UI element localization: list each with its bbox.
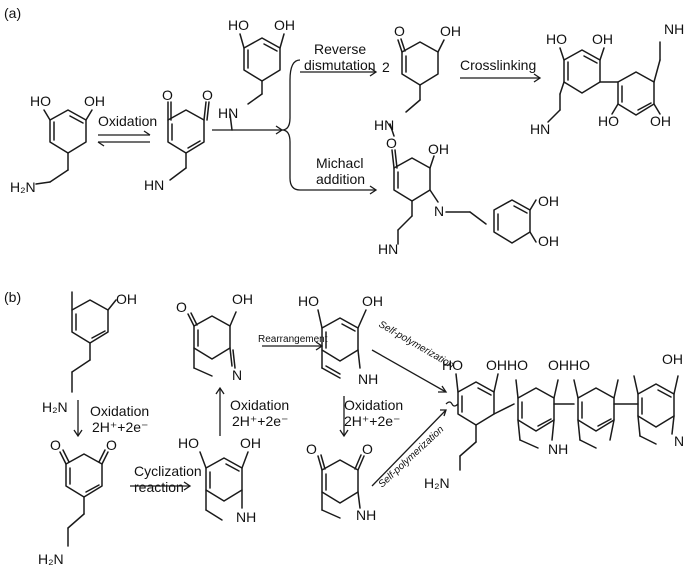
atom-o: O bbox=[50, 437, 61, 453]
atom-h2n: H₂N bbox=[10, 179, 36, 195]
electron-label-b3: 2H⁺+2e⁻ bbox=[344, 413, 400, 429]
oxidation-label-b3: Oxidation bbox=[344, 397, 403, 413]
oxidation-equilibrium-a: Oxidation bbox=[97, 113, 157, 147]
atom-o: O bbox=[362, 441, 373, 457]
dopaquinone-molecule-a: O O HN bbox=[144, 87, 213, 193]
dihydroxyindole-molecule: HO OH NH bbox=[298, 293, 383, 387]
atom-oh: OH bbox=[232, 291, 253, 307]
michael-adduct: O OH N HN OH OH bbox=[378, 135, 559, 257]
panel-b-label: (b) bbox=[4, 289, 21, 305]
atom-o: O bbox=[386, 135, 397, 151]
atom-n: N bbox=[434, 203, 444, 219]
atom-nh: NH bbox=[548, 441, 568, 457]
dopamine-substituent-a: HO OH HN bbox=[218, 17, 295, 131]
atom-oh: OH bbox=[274, 17, 295, 33]
atom-o: O bbox=[394, 23, 405, 39]
atom-oh: OH bbox=[592, 31, 613, 47]
oxidation-label-b2: Oxidation bbox=[230, 397, 289, 413]
addition-label: addition bbox=[316, 171, 365, 187]
electron-label-b1: 2H⁺+2e⁻ bbox=[92, 419, 148, 435]
cyclization-label: Cyclization bbox=[134, 463, 202, 479]
atom-oh: OH bbox=[116, 291, 137, 307]
atom-hn: HN bbox=[530, 121, 550, 137]
electron-label-b2: 2H⁺+2e⁻ bbox=[232, 413, 288, 429]
dopaminechrome-molecule: O OH N bbox=[176, 291, 253, 383]
atom-ho: HO bbox=[442, 357, 463, 373]
dopaquinone-molecule-b: O O H₂N bbox=[38, 437, 117, 567]
atom-oh: OH bbox=[428, 141, 449, 157]
atom-ohho-2: OHHO bbox=[548, 357, 590, 373]
atom-ho: HO bbox=[598, 113, 619, 129]
atom-hn: HN bbox=[374, 117, 394, 133]
atom-ho: HO bbox=[546, 31, 567, 47]
coefficient-2: 2 bbox=[382, 59, 390, 75]
atom-o: O bbox=[202, 87, 213, 103]
atom-ho: HO bbox=[228, 17, 249, 33]
atom-nh: NH bbox=[356, 507, 376, 523]
atom-oh: OH bbox=[362, 293, 383, 309]
atom-nh: NH bbox=[664, 21, 684, 37]
atom-oh: OH bbox=[440, 23, 461, 39]
dopamine-molecule-a: HO OH H₂N bbox=[10, 93, 105, 195]
reverse-label: Reverse bbox=[314, 41, 366, 57]
atom-h2n: H₂N bbox=[42, 399, 68, 415]
oxidation-label-b1: Oxidation bbox=[90, 403, 149, 419]
atom-oh: OH bbox=[538, 193, 559, 209]
atom-oh: OH bbox=[650, 113, 671, 129]
semiquinone-molecule: O OH HN bbox=[374, 23, 461, 137]
indolequinone-molecule: O O NH bbox=[306, 441, 376, 523]
atom-o: O bbox=[176, 299, 187, 315]
atom-hn: HN bbox=[218, 105, 238, 121]
dismutation-label: dismutation bbox=[304, 57, 376, 73]
atom-oh: OH bbox=[662, 351, 683, 367]
atom-nh: NH bbox=[236, 509, 256, 525]
crosslinking-label: Crosslinking bbox=[460, 57, 536, 73]
reaction-label: reaction bbox=[134, 479, 184, 495]
atom-n: N bbox=[232, 367, 242, 383]
dopamine-molecule-b: OH H₂N bbox=[42, 291, 137, 415]
atom-oh: OH bbox=[538, 233, 559, 249]
crosslinked-dimer: HO OH NH HN HO OH bbox=[530, 21, 684, 137]
oxidation-label-a: Oxidation bbox=[98, 113, 157, 129]
atom-oh: OH bbox=[84, 93, 105, 109]
atom-o: O bbox=[106, 437, 117, 453]
atom-hn: HN bbox=[378, 241, 398, 257]
atom-ho: HO bbox=[30, 93, 51, 109]
michael-label: Michacl bbox=[316, 155, 363, 171]
atom-ho: HO bbox=[178, 435, 199, 451]
atom-ohho-1: OHHO bbox=[486, 357, 528, 373]
panel-a-label: (a) bbox=[4, 5, 21, 21]
atom-n: N bbox=[674, 433, 684, 449]
atom-ho: HO bbox=[298, 293, 319, 309]
rearrangement-label: Rearrangement bbox=[258, 334, 328, 345]
atom-o: O bbox=[162, 87, 173, 103]
atom-h2n: H₂N bbox=[424, 475, 450, 491]
atom-h2n: H₂N bbox=[38, 551, 64, 567]
atom-o: O bbox=[306, 441, 317, 457]
polydopamine-trimer: HO OHHO OHHO OH NH N H₂N bbox=[424, 351, 684, 491]
atom-oh: OH bbox=[240, 435, 261, 451]
leukodopaminechrome-molecule: HO OH NH bbox=[178, 435, 261, 525]
atom-hn: HN bbox=[144, 177, 164, 193]
atom-nh: NH bbox=[358, 371, 378, 387]
